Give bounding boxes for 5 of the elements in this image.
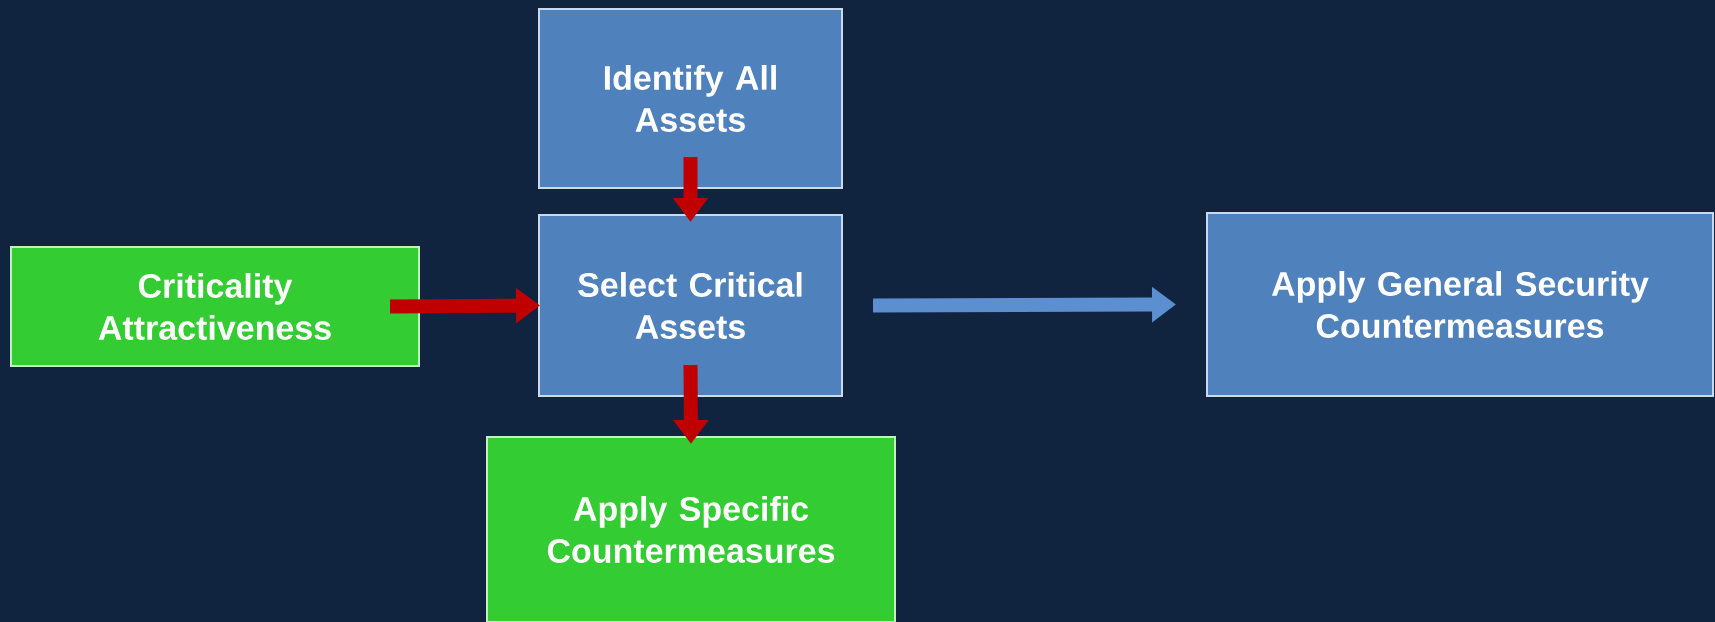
input-box: Apply Specific Countermeasures — [486, 436, 896, 622]
process-box: Select Critical Assets — [538, 214, 843, 397]
input-box: Criticality Attractiveness — [10, 246, 420, 367]
process-box: Apply General Security Countermeasures — [1206, 212, 1714, 397]
process-box: Identify All Assets — [538, 8, 843, 189]
